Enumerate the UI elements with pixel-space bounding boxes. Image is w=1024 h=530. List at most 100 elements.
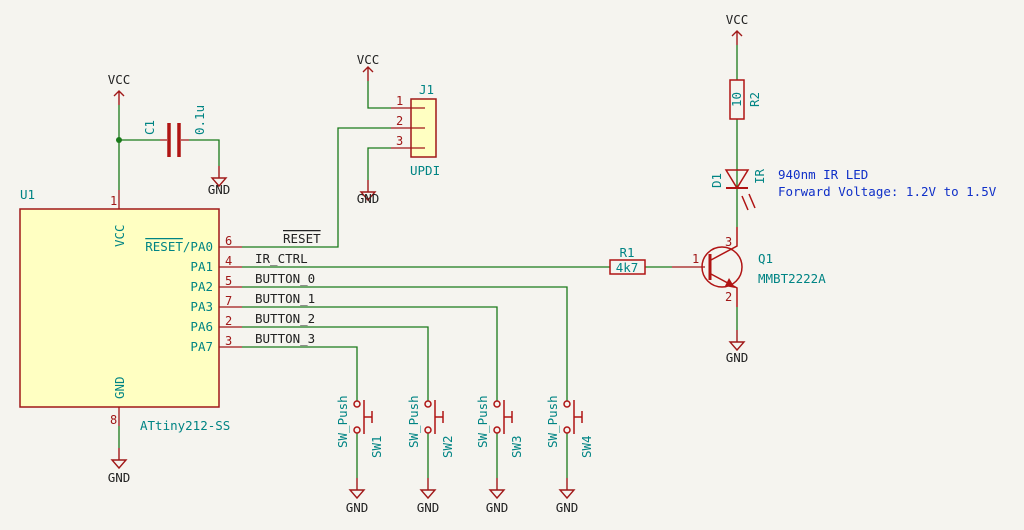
sw2-contact-bottom bbox=[424, 426, 432, 434]
sw1-contact-bottom bbox=[353, 426, 361, 434]
r1-ref: R1 bbox=[619, 245, 634, 260]
sw1-contact-top bbox=[353, 400, 361, 408]
q1-body bbox=[701, 246, 743, 288]
j1-pin2-number: 2 bbox=[396, 114, 403, 128]
switch-sw2[interactable]: SW_Push SW2 GND bbox=[406, 392, 455, 515]
u1-pin7-number: 7 bbox=[225, 294, 232, 308]
u1-gnd-net: GND bbox=[108, 426, 131, 485]
gnd-symbol-u1 bbox=[111, 447, 127, 469]
d1-note-forward-voltage: Forward Voltage: 1.2V to 1.5V bbox=[778, 184, 997, 199]
gnd-label-u1: GND bbox=[108, 470, 131, 485]
vcc-label-u1: VCC bbox=[108, 72, 131, 87]
u1-pin-pa2-name: PA2 bbox=[190, 279, 213, 294]
gnd-label-sw3: GND bbox=[486, 500, 509, 515]
u1-body bbox=[19, 208, 220, 408]
junction-dot bbox=[116, 137, 122, 143]
q1-base-pin-number: 1 bbox=[692, 252, 699, 266]
sw2-actuator bbox=[434, 400, 444, 434]
u1-pin-gnd-name: GND bbox=[112, 376, 127, 399]
net-label-button-1: BUTTON_1 bbox=[255, 291, 315, 306]
d1-emission-arrows bbox=[741, 193, 756, 211]
r2-value: 10 bbox=[729, 92, 744, 107]
q1-transistor[interactable]: 1 3 2 Q1 MMBT2222A GND bbox=[672, 227, 826, 365]
j1-ref: J1 bbox=[419, 82, 434, 97]
c1-ref: C1 bbox=[142, 120, 157, 135]
wire-u1-vcc bbox=[118, 105, 160, 190]
d1-note-wavelength: 940nm IR LED bbox=[778, 167, 868, 182]
r2-resistor[interactable]: VCC 10 R2 bbox=[726, 12, 762, 169]
u1-pin8-number: 8 bbox=[110, 413, 117, 427]
r2-ref: R2 bbox=[747, 92, 762, 107]
j1-pin3-number: 3 bbox=[396, 134, 403, 148]
c1-plates bbox=[167, 123, 181, 157]
sw1-value: SW_Push bbox=[335, 395, 350, 448]
sw4-contact-top bbox=[563, 400, 571, 408]
u1-nets: RESET IR_CTRL BUTTON_0 BUTTON_1 BUTTON_2… bbox=[242, 127, 605, 392]
gnd-symbol-sw1 bbox=[349, 477, 365, 499]
switch-sw1[interactable]: SW_Push SW1 GND bbox=[335, 392, 384, 515]
r1-value: 4k7 bbox=[616, 260, 639, 275]
gnd-symbol-q1 bbox=[729, 329, 745, 351]
j1-pin-stubs-inner bbox=[411, 107, 425, 149]
gnd-label-sw4: GND bbox=[556, 500, 579, 515]
q1-collector-emitter bbox=[710, 227, 738, 307]
d1-ir-led[interactable]: D1 IR 940nm IR LED Forward Voltage: 1.2V… bbox=[709, 167, 997, 227]
wire-reset bbox=[242, 127, 391, 248]
gnd-label-j1: GND bbox=[357, 191, 380, 206]
wire-button-2 bbox=[242, 326, 429, 392]
sw4-ref: SW4 bbox=[579, 435, 594, 458]
q1-ref: Q1 bbox=[758, 251, 773, 266]
vcc-symbol-u1 bbox=[113, 90, 125, 106]
wire-button-0 bbox=[242, 286, 568, 392]
r1-resistor[interactable]: R1 4k7 bbox=[605, 245, 672, 275]
d1-value: IR bbox=[752, 168, 767, 184]
j1-connector[interactable]: 1 2 3 J1 UPDI VCC GND bbox=[357, 52, 440, 206]
c1-capacitor[interactable]: C1 0.1u GND bbox=[142, 105, 230, 197]
r1-body bbox=[609, 259, 646, 275]
gnd-label-sw1: GND bbox=[346, 500, 369, 515]
sw3-contact-bottom bbox=[493, 426, 501, 434]
d1-ref: D1 bbox=[709, 173, 724, 188]
u1-pin5-number: 5 bbox=[225, 274, 232, 288]
net-label-reset: RESET bbox=[283, 231, 321, 246]
u1-pin4-number: 4 bbox=[225, 254, 232, 268]
wire-button-3 bbox=[242, 346, 358, 392]
vcc-label-r2: VCC bbox=[726, 12, 749, 27]
u1-pin-pa3-name: PA3 bbox=[190, 299, 213, 314]
net-label-button-0: BUTTON_0 bbox=[255, 271, 315, 286]
switch-sw4[interactable]: SW_Push SW4 GND bbox=[545, 392, 594, 515]
u1-pin-pa6-name: PA6 bbox=[190, 319, 213, 334]
wire-button-1 bbox=[242, 306, 498, 392]
wire-j1-gnd bbox=[367, 147, 391, 180]
gnd-symbol-sw2 bbox=[420, 477, 436, 499]
u1-pin3-number: 3 bbox=[225, 334, 232, 348]
d1-anode-triangle bbox=[724, 169, 750, 190]
net-label-button-3: BUTTON_3 bbox=[255, 331, 315, 346]
vcc-symbol-r2 bbox=[731, 30, 743, 46]
sw3-actuator bbox=[503, 400, 513, 434]
sw2-contact-top bbox=[424, 400, 432, 408]
j1-pin1-number: 1 bbox=[396, 94, 403, 108]
u1-pin-vcc-name: VCC bbox=[112, 224, 127, 247]
q1-collector-pin-number: 3 bbox=[725, 235, 732, 249]
gnd-symbol-sw3 bbox=[489, 477, 505, 499]
u1-pin-pa1-name: PA1 bbox=[190, 259, 213, 274]
sw4-contact-bottom bbox=[563, 426, 571, 434]
vcc-label-j1: VCC bbox=[357, 52, 380, 67]
u1-ref: U1 bbox=[20, 187, 35, 202]
sw4-actuator bbox=[573, 400, 583, 434]
sw1-actuator bbox=[363, 400, 373, 434]
c1-value: 0.1u bbox=[192, 105, 207, 135]
u1-signal-pins bbox=[219, 246, 242, 348]
switch-sw3[interactable]: SW_Push SW3 GND bbox=[475, 392, 524, 515]
vcc-symbol-j1 bbox=[362, 66, 374, 82]
sw1-ref: SW1 bbox=[369, 435, 384, 458]
sw3-contact-top bbox=[493, 400, 501, 408]
wire-j1-vcc bbox=[367, 81, 391, 109]
u1-value: ATtiny212-SS bbox=[140, 418, 230, 433]
gnd-symbol-sw4 bbox=[559, 477, 575, 499]
q1-emitter-arrow bbox=[725, 278, 735, 288]
u1-microcontroller[interactable]: U1 ATtiny212-SS 1 8 6 4 5 7 2 3 VCC GND … bbox=[19, 187, 242, 433]
sw3-value: SW_Push bbox=[475, 395, 490, 448]
u1-pin6-number: 6 bbox=[225, 234, 232, 248]
